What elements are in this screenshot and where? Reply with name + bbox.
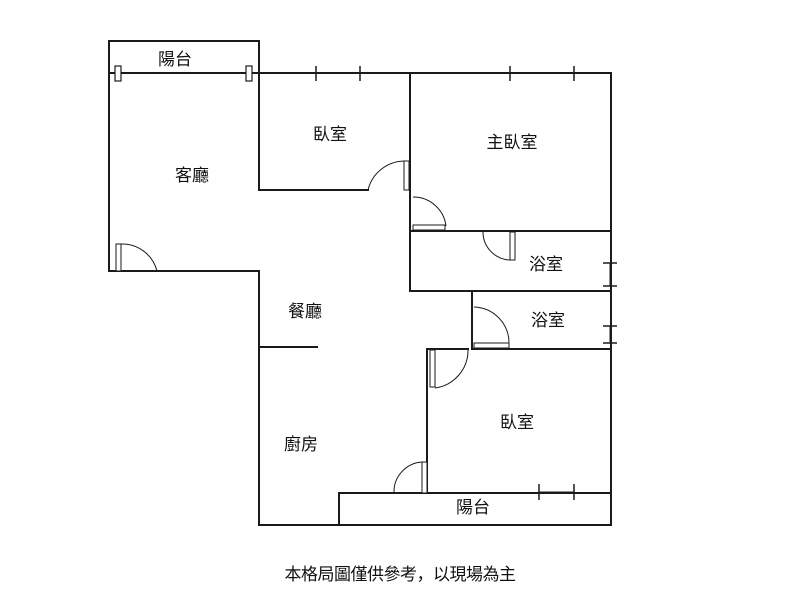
- door-bedroom-2: [429, 349, 469, 389]
- room-label-living-room: 客廳: [175, 166, 209, 186]
- balcony-top-walls: [108, 40, 260, 74]
- room-label-bedroom-2: 臥室: [500, 413, 534, 433]
- room-label-bathroom-2: 浴室: [531, 311, 565, 331]
- window-bathroom-1: [603, 262, 617, 287]
- window-bathroom-2: [603, 325, 617, 344]
- room-label-master-bedroom: 主臥室: [487, 133, 538, 153]
- door-master-bedroom: [412, 196, 447, 231]
- door-bathroom-2: [473, 306, 510, 349]
- window-balcony-bottom: [538, 484, 575, 500]
- room-label-balcony-top: 陽台: [158, 50, 192, 70]
- window-bedroom-1: [315, 66, 361, 81]
- window-master-bedroom: [509, 66, 575, 81]
- room-label-kitchen: 廚房: [284, 434, 318, 455]
- door-bathroom-1: [482, 231, 516, 261]
- room-label-dining-room: 餐廳: [288, 302, 322, 322]
- door-balcony-bottom: [393, 461, 428, 494]
- door-bedroom-1: [367, 160, 410, 191]
- room-label-bathroom-1: 浴室: [529, 255, 563, 275]
- room-label-bedroom-1: 臥室: [313, 125, 347, 145]
- room-label-balcony-bottom: 陽台: [456, 498, 490, 518]
- disclaimer-text: 本格局圖僅供參考，以現場為主: [284, 565, 517, 585]
- door-living-room: [115, 243, 158, 272]
- window-balcony-top: [114, 65, 253, 82]
